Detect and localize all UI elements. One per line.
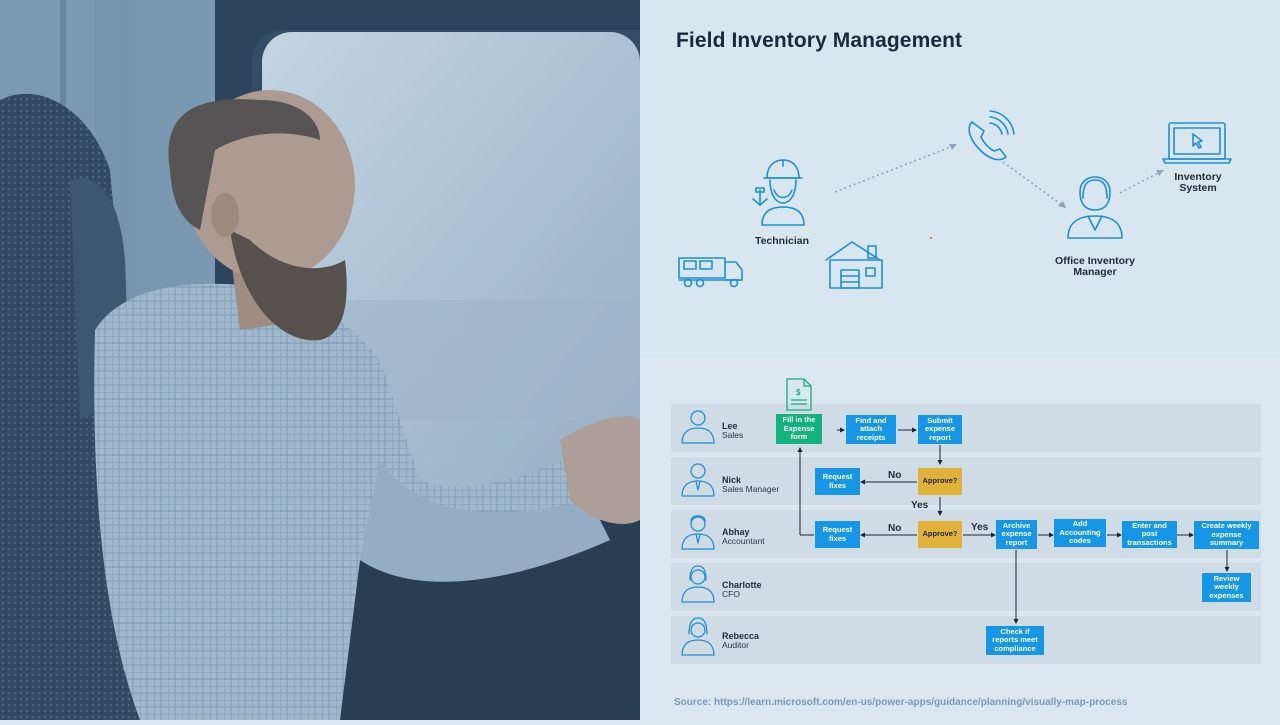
warehouse-icon xyxy=(825,241,883,289)
lane-charlotte xyxy=(671,563,1261,611)
step-review-weekly-expenses[interactable]: Review weekly expenses xyxy=(1202,573,1251,602)
lane-name-nick: Nick xyxy=(722,475,742,485)
man-on-train-photo xyxy=(0,0,641,721)
decision-approve-abhay[interactable]: Approve? xyxy=(918,521,962,548)
hero-photo xyxy=(0,0,641,721)
label-no-abhay: No xyxy=(888,523,902,534)
step-request-fixes-abhay[interactable]: Request fixes xyxy=(815,521,860,548)
lane-role-nick: Sales Manager xyxy=(722,484,780,494)
process-panel: Field Inventory Management xyxy=(640,0,1280,720)
lane-name-charlotte: Charlotte xyxy=(722,580,762,590)
field-inventory-card: Field Inventory Management xyxy=(640,0,1280,358)
lane-role-lee: Sales xyxy=(722,430,744,440)
truck-icon xyxy=(678,257,743,288)
decision-approve-nick[interactable]: Approve? xyxy=(918,468,962,495)
lane-lee xyxy=(671,404,1261,452)
lane-name-abhay: Abhay xyxy=(722,527,750,537)
lane-role-charlotte: CFO xyxy=(722,589,740,599)
step-archive-expense-report[interactable]: Archive expense report xyxy=(996,520,1037,549)
inventory-system-label-line1: Inventory xyxy=(1174,171,1222,183)
office-manager-icon xyxy=(1067,176,1123,239)
step-submit-expense-report[interactable]: Submit expense report xyxy=(918,415,962,444)
lane-role-rebecca: Auditor xyxy=(722,640,749,650)
step-create-weekly-expense-summary[interactable]: Create weekly expense summary xyxy=(1194,521,1259,549)
label-yes-nick: Yes xyxy=(911,500,929,511)
lane-nick xyxy=(671,457,1261,505)
technician-label: Technician xyxy=(754,235,810,247)
step-check-compliance[interactable]: Check if reports meet compliance xyxy=(986,626,1044,655)
phone-icon xyxy=(968,110,1015,161)
inventory-system-label-line2: System xyxy=(1179,182,1217,194)
office-manager-label-line2: Manager xyxy=(1073,266,1117,278)
office-manager-label: Office Inventory Manager xyxy=(1040,256,1150,278)
page-title: Field Inventory Management xyxy=(676,29,963,52)
step-find-attach-receipts[interactable]: Find and attach receipts xyxy=(846,415,896,444)
office-manager-label-line1: Office Inventory xyxy=(1055,255,1135,267)
technician-icon xyxy=(752,159,805,226)
source-citation: Source: https://learn.microsoft.com/en-u… xyxy=(674,697,1128,708)
step-enter-post-transactions[interactable]: Enter and post transactions xyxy=(1122,521,1177,548)
step-fill-expense-form[interactable]: Fill in the Expense form xyxy=(776,414,822,444)
label-no-nick: No xyxy=(888,470,902,481)
lane-rebecca xyxy=(671,616,1261,664)
label-yes-abhay: Yes xyxy=(971,522,989,533)
step-add-accounting-codes[interactable]: Add Accounting codes xyxy=(1054,519,1106,547)
lane-role-abhay: Accountant xyxy=(722,536,765,546)
inventory-flow-diagram xyxy=(678,110,1232,289)
inventory-system-laptop-icon xyxy=(1162,122,1232,164)
lane-name-lee: Lee xyxy=(722,421,738,431)
step-request-fixes-nick[interactable]: Request fixes xyxy=(815,468,860,495)
lane-name-rebecca: Rebecca xyxy=(722,631,760,641)
inventory-system-label: Inventory System xyxy=(1162,172,1234,194)
